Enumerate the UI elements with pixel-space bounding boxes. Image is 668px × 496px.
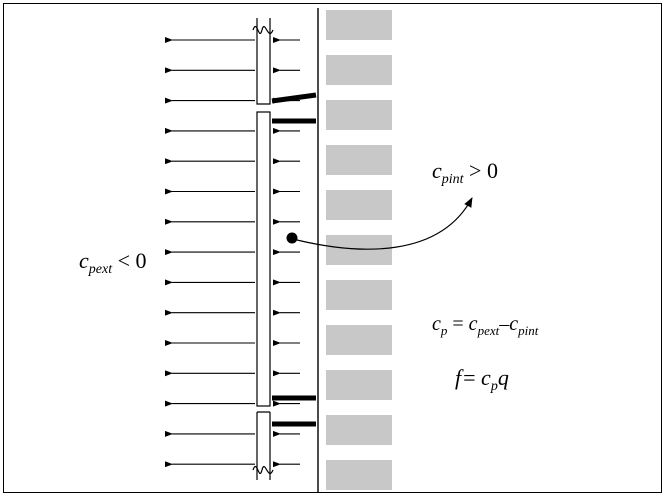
cladding-block (326, 415, 392, 445)
label-cp-external: cpext < 0 (79, 248, 147, 277)
cladding-block (326, 145, 392, 175)
internal-pressure-arrows (273, 37, 300, 468)
panel-middle-segment (256, 111, 271, 407)
cladding-block (326, 100, 392, 130)
fasteners (271, 92, 317, 427)
cladding-block (326, 325, 392, 355)
cladding-block (326, 370, 392, 400)
cladding-block (326, 460, 392, 490)
curved-arrow-icon (296, 197, 473, 250)
external-pressure-arrows (165, 37, 255, 468)
fastener-1 (271, 92, 317, 104)
cladding-block (326, 10, 392, 40)
cladding-blocks (326, 10, 392, 490)
cladding-block (326, 280, 392, 310)
cladding-block (326, 235, 392, 265)
panel-top-segment (256, 18, 271, 105)
cladding-block (326, 190, 392, 220)
panel-bottom-break (252, 466, 274, 474)
label-cp-internal: cpint > 0 (432, 158, 498, 187)
equation-f: f= cpq (455, 365, 509, 394)
equation-cp: cp = cpext–cpint (432, 313, 539, 338)
dot-icon (286, 232, 298, 244)
panel-top-break (252, 26, 274, 34)
panel-bottom-segment (256, 411, 271, 480)
cladding-block (326, 55, 392, 85)
panel-element (252, 18, 274, 480)
